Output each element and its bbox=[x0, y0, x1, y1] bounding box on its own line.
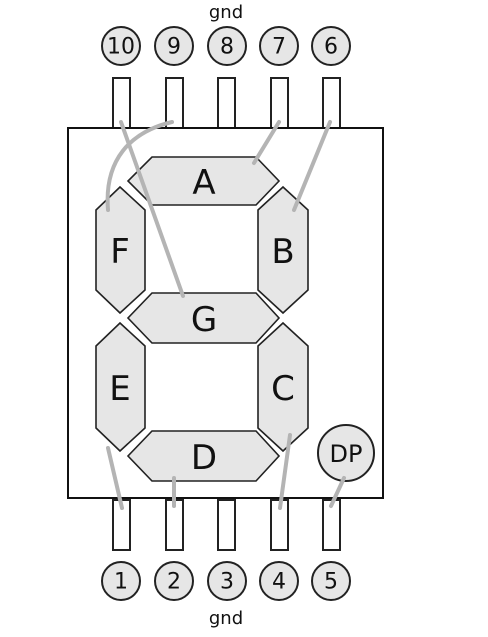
segment-d-label: D bbox=[191, 438, 217, 478]
wire-pin6-segment-b bbox=[292, 120, 332, 212]
segment-b-label: B bbox=[271, 232, 294, 272]
top-pin-7-label: 7 bbox=[272, 35, 286, 60]
bottom-pin-3-label: 3 bbox=[220, 570, 234, 595]
segment-c: C bbox=[257, 321, 309, 453]
decimal-point-label: DP bbox=[330, 440, 363, 468]
segment-g: G bbox=[126, 292, 281, 344]
wire-pin1-segment-e bbox=[106, 446, 124, 510]
top-pin-9-label: 9 bbox=[167, 35, 181, 60]
segment-c-label: C bbox=[271, 369, 295, 409]
segment-a-label: A bbox=[192, 163, 215, 203]
bottom-gnd-label: gnd bbox=[209, 608, 243, 629]
segment-b: B bbox=[257, 185, 309, 315]
bottom-pin-4: 4 bbox=[259, 561, 299, 601]
segment-g-label: G bbox=[191, 300, 217, 340]
bottom-pin-5: 5 bbox=[311, 561, 351, 601]
top-pin-6-label: 6 bbox=[324, 35, 338, 60]
segment-e-label: E bbox=[109, 369, 130, 409]
bottom-pin-4-label: 4 bbox=[272, 570, 286, 595]
top-pin-9-leg bbox=[165, 77, 184, 129]
wire-pin5-decimal-point bbox=[329, 476, 346, 508]
segment-f: F bbox=[95, 185, 146, 315]
bottom-pin-2: 2 bbox=[154, 561, 194, 601]
bottom-pin-3: 3 bbox=[207, 561, 247, 601]
segment-d: D bbox=[126, 430, 281, 482]
wire-pin9-segment-f bbox=[105, 120, 174, 212]
top-pin-9: 9 bbox=[154, 26, 194, 66]
bottom-pin-2-label: 2 bbox=[167, 570, 181, 595]
bottom-pin-5-leg bbox=[322, 499, 341, 551]
top-pin-10: 10 bbox=[101, 26, 141, 66]
bottom-pin-1: 1 bbox=[101, 561, 141, 601]
wire-pin7-segment-a bbox=[252, 120, 281, 165]
top-gnd-label: gnd bbox=[209, 2, 243, 23]
decimal-point: DP bbox=[317, 424, 375, 482]
bottom-pin-3-leg bbox=[217, 499, 236, 551]
top-pin-6-leg bbox=[322, 77, 341, 129]
bottom-pin-5-label: 5 bbox=[324, 570, 338, 595]
top-pin-8-leg bbox=[217, 77, 236, 129]
bottom-pin-1-label: 1 bbox=[114, 570, 128, 595]
top-pin-8: 8 bbox=[207, 26, 247, 66]
segment-f-label: F bbox=[110, 232, 130, 272]
segment-a: A bbox=[126, 156, 281, 206]
top-pin-6: 6 bbox=[311, 26, 351, 66]
top-pin-7: 7 bbox=[259, 26, 299, 66]
wire-pin4-segment-c bbox=[278, 433, 292, 510]
segment-e: E bbox=[95, 321, 146, 453]
top-pin-8-label: 8 bbox=[220, 35, 234, 60]
wire-pin10-segment-g bbox=[119, 120, 185, 298]
top-pin-10-label: 10 bbox=[107, 35, 135, 60]
